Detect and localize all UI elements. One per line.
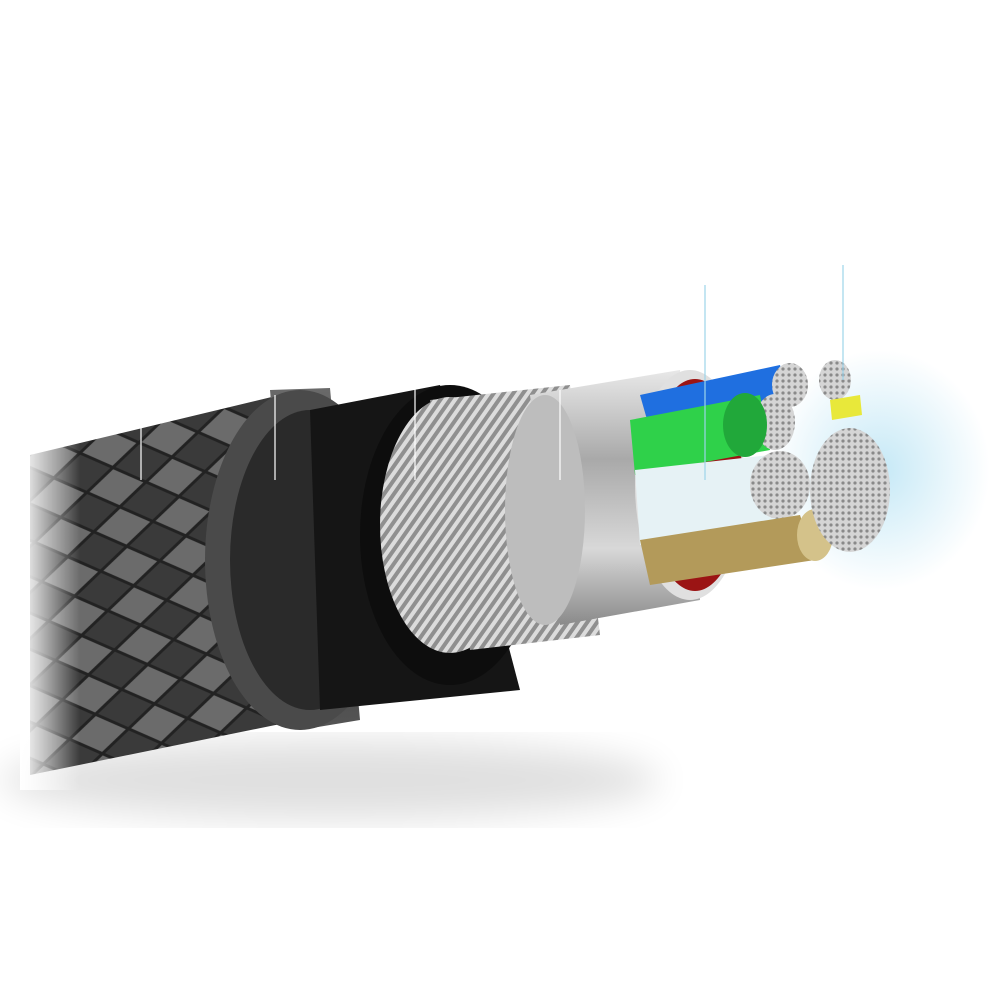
core-large-strands — [810, 428, 890, 552]
foil-face-left — [505, 395, 585, 625]
core-small-top — [819, 360, 851, 400]
core-white-end — [750, 451, 810, 519]
leader-lines — [140, 265, 844, 480]
cable-shadow — [0, 740, 660, 820]
core-green-face — [723, 393, 767, 457]
core-yellow — [830, 395, 862, 420]
cores — [630, 360, 890, 585]
core-gold — [640, 515, 815, 585]
core-white — [635, 455, 780, 545]
braid-fade — [20, 430, 80, 790]
shield-face — [380, 397, 520, 653]
